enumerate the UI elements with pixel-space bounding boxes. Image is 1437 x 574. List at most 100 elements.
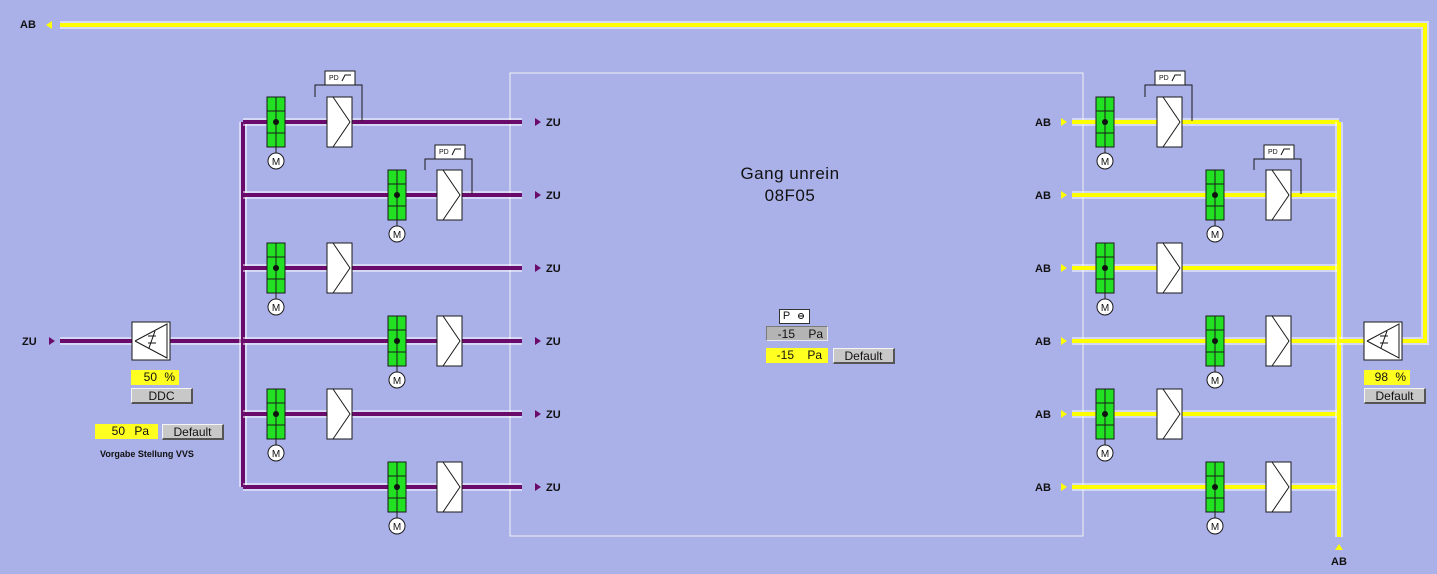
motor-icon: M [1206,517,1224,535]
arrow-icon [1061,264,1067,272]
room-name: Gang unrein [740,164,840,183]
motor-icon: M [388,517,406,535]
vav-controller-icon [131,321,171,361]
exhaust-default-button[interactable]: Default [1364,388,1426,404]
filter-icon [326,96,353,148]
exhaust-return-line [60,21,1429,345]
pressure-default-button[interactable]: Default [833,348,895,364]
arrow-icon [535,337,541,345]
motor-icon: M [267,298,285,316]
exhaust-inlet-label: AB [1035,482,1051,494]
arrow-icon [535,483,541,491]
exhaust-inlet-label: AB [1035,336,1051,348]
supply-outlet-label: ZU [546,190,561,202]
arrow-icon [1061,410,1067,418]
filter-icon [1156,96,1183,148]
svg-text:M: M [1101,157,1109,168]
pressure-switch-icon: PD [1144,70,1193,121]
filter-icon [1156,242,1183,294]
pressure-icon [798,313,805,320]
exhaust-bottom-label: AB [1331,556,1347,568]
svg-text:PD: PD [329,75,339,82]
damper-icon [266,242,286,299]
supply-setpoint-value: 50 Pa [95,424,158,439]
supply-caption: Vorgabe Stellung VVS [100,449,194,459]
motor-icon: M [1096,298,1114,316]
pressure-switch-icon: PD [314,70,363,121]
motor-icon: M [1206,225,1224,243]
arrow-icon [535,264,541,272]
damper-icon [1205,169,1225,226]
supply-main-label: ZU [22,336,37,348]
exhaust-top-label: AB [20,19,36,31]
arrow-icon [49,337,55,345]
svg-text:PD: PD [439,149,449,156]
motor-icon: M [388,371,406,389]
filter-icon [326,242,353,294]
svg-text:M: M [272,157,280,168]
exhaust-inlet-label: AB [1035,117,1051,129]
svg-text:M: M [1101,303,1109,314]
ddc-mode-button[interactable]: DDC [131,388,193,404]
filter-icon [436,169,463,221]
filter-icon [436,315,463,367]
svg-text:M: M [1211,522,1219,533]
damper-icon [1205,461,1225,518]
svg-text:M: M [1101,449,1109,460]
supply-outlet-label: ZU [546,409,561,421]
damper-icon [1095,242,1115,299]
motor-icon: M [1096,152,1114,170]
pressure-sensor-label: P [779,309,810,324]
supply-position-value: 50 % [131,370,179,385]
arrow-icon [1061,118,1067,126]
svg-text:M: M [393,522,401,533]
arrow-icon [1061,483,1067,491]
filter-icon [1156,388,1183,440]
svg-text:M: M [272,449,280,460]
room-pressure-setpoint: -15 Pa [766,348,828,363]
damper-icon [387,461,407,518]
svg-text:M: M [1211,376,1219,387]
damper-icon [1095,96,1115,153]
supply-default-button[interactable]: Default [162,424,224,440]
filter-icon [1265,169,1292,221]
damper-icon [266,96,286,153]
exhaust-inlet-label: AB [1035,263,1051,275]
pressure-switch-icon: PD [424,144,473,194]
svg-text:M: M [1211,230,1219,241]
room-title: Gang unrein 08F05 [700,163,880,207]
damper-icon [387,315,407,372]
filter-icon [1265,461,1292,513]
motor-icon: M [388,225,406,243]
svg-text:M: M [393,376,401,387]
arrow-icon [46,21,52,29]
damper-icon [1095,388,1115,445]
damper-icon [266,388,286,445]
supply-duct-network [49,118,541,491]
svg-text:PD: PD [1159,75,1169,82]
vav-controller-icon [1363,321,1403,361]
room-box [509,72,1084,537]
svg-text:M: M [393,230,401,241]
damper-icon [1205,315,1225,372]
arrow-icon [1335,544,1343,550]
motor-icon: M [267,444,285,462]
room-pressure-actual: -15 Pa [766,326,828,341]
arrow-icon [535,191,541,199]
arrow-icon [535,118,541,126]
supply-outlet-label: ZU [546,336,561,348]
exhaust-inlet-label: AB [1035,190,1051,202]
exhaust-duct-network [1061,118,1364,550]
svg-text:M: M [272,303,280,314]
motor-icon: M [267,152,285,170]
arrow-icon [1061,191,1067,199]
damper-icon [387,169,407,226]
filter-icon [326,388,353,440]
filter-icon [436,461,463,513]
arrow-icon [535,410,541,418]
supply-outlet-label: ZU [546,482,561,494]
motor-icon: M [1096,444,1114,462]
motor-icon: M [1206,371,1224,389]
